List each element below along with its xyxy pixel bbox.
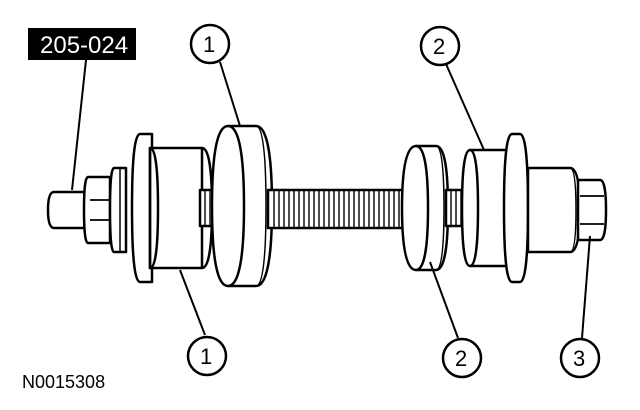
leader-upper-left [219, 61, 241, 127]
tool-tag-leader [71, 59, 87, 191]
cup-left [130, 132, 214, 284]
cup-right [460, 132, 530, 284]
nut-left [82, 175, 112, 245]
leader-upper-right [445, 63, 485, 151]
callout-lower-left: 1 [186, 335, 228, 377]
callout-label: 1 [200, 344, 212, 369]
tool-number-label: 205-024 [40, 32, 128, 59]
callout-upper-right: 2 [419, 25, 461, 67]
receiver-large [210, 124, 274, 288]
callout-lower-right: 2 [441, 337, 483, 379]
callout-upper-left: 1 [189, 23, 231, 65]
leader-lines [179, 61, 591, 339]
leader-lower-right [429, 261, 459, 339]
callout-label: 2 [455, 346, 467, 371]
leader-nut [581, 235, 591, 339]
washer-left [108, 166, 128, 254]
hex-nut-right [576, 178, 608, 242]
threaded-rod [266, 188, 412, 230]
receiver-medium [400, 144, 450, 272]
rod-threads [273, 190, 405, 228]
leader-lower-left [179, 269, 206, 336]
callout-label: 2 [433, 34, 445, 59]
bearing-right [526, 166, 582, 254]
callout-label: 3 [573, 346, 585, 371]
figure-id: N0015308 [22, 372, 105, 392]
callout-nut: 3 [559, 337, 601, 379]
tool-number-tag: 205-024 [28, 28, 136, 60]
callout-label: 1 [203, 32, 215, 57]
